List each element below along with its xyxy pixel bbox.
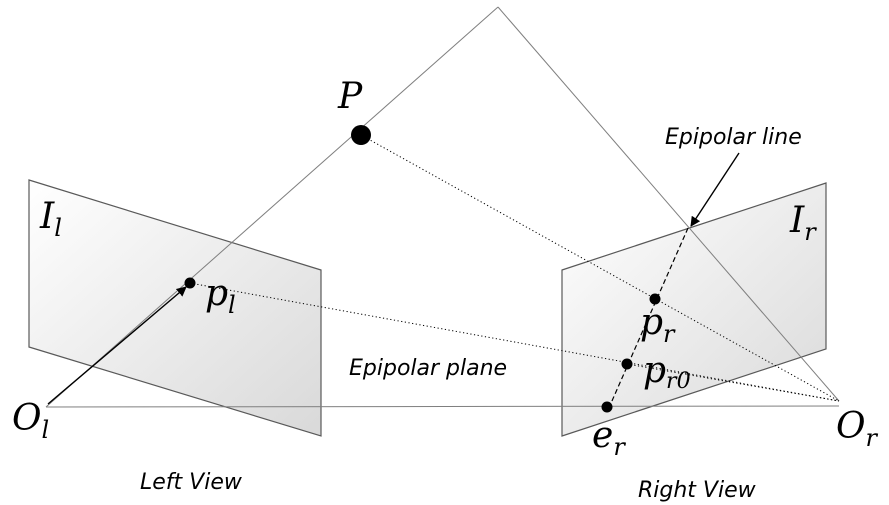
ray-P-to-or bbox=[360, 134, 840, 402]
label-Ol: Ol bbox=[12, 398, 49, 444]
arrow-to-epipolar-line bbox=[690, 152, 740, 227]
label-pr: pr bbox=[640, 302, 676, 348]
label-Il: Il bbox=[39, 196, 62, 242]
baseline bbox=[45, 405, 840, 408]
ray-ol-to-apex bbox=[45, 6, 499, 408]
right-view-caption: Right View bbox=[638, 478, 757, 503]
ray-pr0-to-or bbox=[626, 363, 840, 402]
left-view-caption: Left View bbox=[140, 470, 243, 495]
epipolar-line bbox=[607, 227, 689, 411]
left-image-plane bbox=[28, 179, 322, 437]
label-pr0: pr0 bbox=[643, 350, 691, 394]
point-pl-marker bbox=[184, 277, 196, 289]
right-image-plane bbox=[561, 182, 827, 437]
point-er-marker bbox=[601, 401, 613, 413]
epipolar-line-label: Epipolar line bbox=[665, 125, 802, 150]
label-Or: Or bbox=[836, 406, 879, 452]
label-pl: pl bbox=[205, 273, 236, 319]
point-pr-marker bbox=[649, 293, 661, 305]
ray-apex-to-or bbox=[497, 6, 840, 402]
label-er: er bbox=[592, 415, 626, 461]
arrow-to-pl bbox=[47, 286, 187, 405]
point-pr0-marker bbox=[621, 358, 633, 370]
epipolar-plane-label: Epipolar plane bbox=[349, 356, 507, 381]
label-P: P bbox=[337, 76, 363, 117]
ray-pl-to-or bbox=[189, 282, 840, 402]
point-P-marker bbox=[351, 125, 371, 145]
label-Ir: Ir bbox=[789, 200, 817, 246]
